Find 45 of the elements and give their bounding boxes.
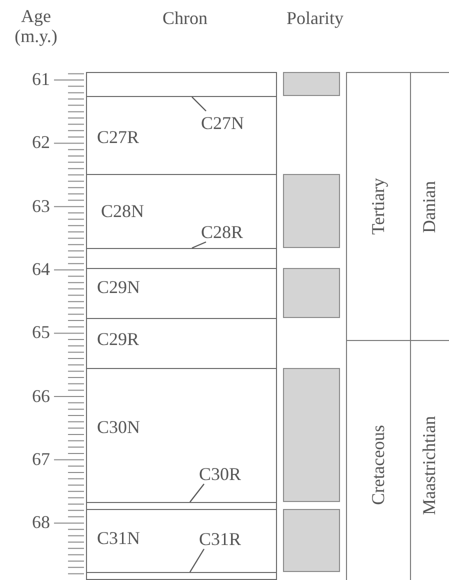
chron-name: C29N: [97, 277, 140, 297]
tick-label: 66: [31, 386, 50, 406]
polarity-bar: [283, 368, 340, 502]
tick-label: 63: [31, 196, 50, 216]
column-header: Age (m.y.): [14, 6, 58, 46]
chron-band: [86, 174, 277, 249]
tick-label: 62: [31, 132, 50, 152]
chron-band: [86, 318, 277, 369]
tick-label: 68: [31, 512, 50, 532]
column-header: Polarity: [286, 8, 344, 28]
chron-band: [86, 502, 277, 510]
time-unit-band: [346, 72, 411, 341]
unit-name: Danian: [419, 180, 440, 232]
polarity-bar: [283, 72, 340, 96]
leader-line: [192, 241, 206, 249]
chron-label: C30R: [199, 463, 263, 485]
chron-band: [86, 268, 277, 319]
chron-band: [86, 572, 277, 580]
chron-band: [86, 96, 277, 175]
chron-name: C30N: [97, 417, 140, 437]
polarity-bar: [283, 268, 340, 318]
leader-line: [192, 96, 206, 112]
chron-label: C31R: [199, 528, 263, 550]
chron-name: C28N: [101, 201, 144, 221]
tick-label: 61: [31, 69, 50, 89]
leader-line: [190, 484, 204, 502]
chron-name: C31N: [97, 528, 140, 548]
polarity-bar: [283, 509, 340, 572]
tick-label: 65: [31, 322, 50, 342]
unit-name: Cretaceous: [368, 425, 389, 505]
tick-label: 64: [31, 258, 50, 279]
column-header: Chron: [162, 8, 208, 28]
chron-name: C29R: [97, 329, 140, 349]
chron-label: C28R: [201, 221, 263, 243]
leader-line: [189, 548, 205, 572]
tick-label: 67: [31, 448, 50, 469]
polarity-bar: [283, 174, 340, 248]
chron-band: [86, 248, 277, 269]
chron-label: C27N: [201, 112, 263, 134]
unit-name: Tertiary: [368, 178, 389, 235]
chron-band: [86, 368, 277, 503]
chron-band: [86, 509, 277, 573]
chron-band: [86, 72, 277, 97]
unit-name: Maastrichtian: [419, 416, 440, 514]
chron-name: C27R: [97, 127, 140, 147]
